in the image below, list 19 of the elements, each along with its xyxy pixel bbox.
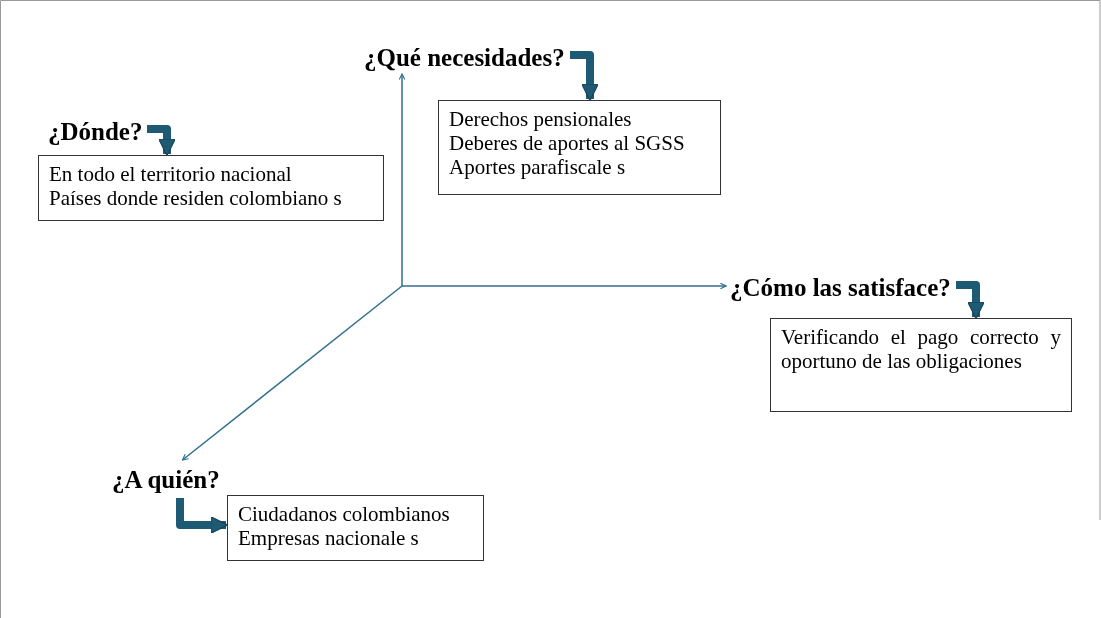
answer-box <box>770 318 1072 412</box>
question-heading: ¿Dónde? <box>48 118 143 146</box>
question-heading: ¿Cómo las satisface? <box>730 274 951 302</box>
question-heading: ¿A quién? <box>112 466 220 494</box>
answer-text: Empresas nacionale s <box>238 526 420 550</box>
answer-box <box>227 495 484 561</box>
question-heading: ¿Qué necesidades? <box>364 44 565 72</box>
axis-arrow <box>181 285 403 461</box>
answer-box <box>38 155 384 221</box>
answer-text: Derechos pensionales <box>449 107 633 131</box>
axis-arrow <box>398 73 406 287</box>
answer-text: Aportes parafiscale s <box>449 155 627 179</box>
answer-text: Deberes de aportes al SGSS <box>449 131 686 155</box>
answer-text: En todo el territorio nacional <box>49 162 293 186</box>
answer-text: Ciudadanos colombianos <box>238 502 451 526</box>
answer-text: Verificando el pago correcto y oportuno de las obligaciones <box>781 325 1061 373</box>
answer-text: Países donde residen colombiano s <box>49 186 343 210</box>
answer-box <box>438 100 721 195</box>
axis-arrow <box>401 282 727 290</box>
